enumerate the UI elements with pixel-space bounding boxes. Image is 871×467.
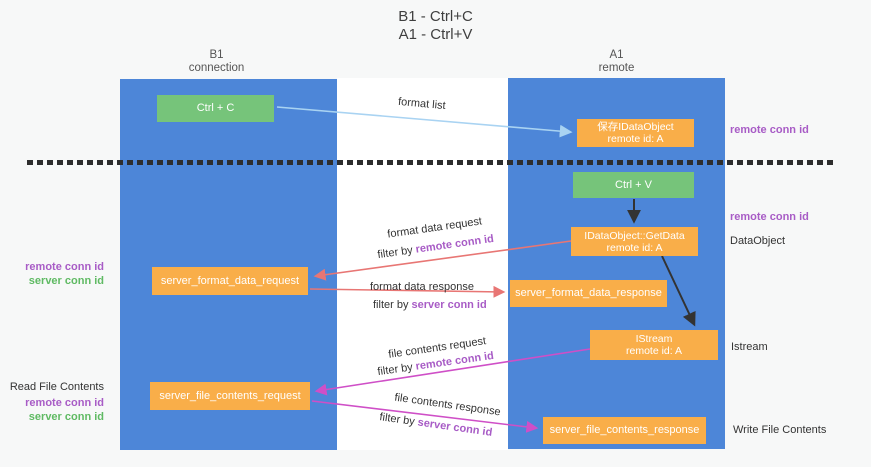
box-istream: IStream remote id: A [590,330,718,360]
server-conn-id-label-left-1: server conn id [28,275,104,287]
column-b1-header: B1 connection [108,49,325,75]
column-b1-name: B1 [209,49,224,61]
box-server-format-data-response: server_format_data_response [510,280,667,307]
istream-label: Istream [731,341,768,353]
box-server-format-data-request: server_format_data_request [152,267,308,295]
file-contents-request-arrow [314,348,591,396]
middle-lane-background [337,78,508,450]
remote-conn-id-label-top-right: remote conn id [730,124,809,136]
box-ctrl-v-label: Ctrl + V [615,178,652,191]
server-conn-id-label-left-2: server conn id [28,411,104,423]
box-ctrl-c: Ctrl + C [157,95,274,122]
box-save-dataobject-line1: 保存IDataObject [597,121,674,133]
format-data-response-label: format data response [370,281,474,293]
read-file-contents-label: Read File Contents [9,381,104,393]
format-data-response-filter-label: filter by server conn id [373,299,487,311]
box-istream-line2: remote id: A [625,345,683,357]
box-server-file-contents-request: server_file_contents_request [150,382,310,410]
server-conn-id-text: server conn id [411,299,487,311]
box-getdata: IDataObject::GetData remote id: A [571,227,698,256]
boundary-dashed-line [27,160,834,165]
diagram-title-line1: B1 - Ctrl+C [398,8,473,25]
format-data-request-arrow [313,240,572,281]
box-server-format-data-request-label: server_format_data_request [160,274,300,287]
remote-conn-id-label-mid-right: remote conn id [730,211,809,223]
box-ctrl-c-label: Ctrl + C [196,102,235,114]
box-server-file-contents-request-label: server_file_contents_request [159,389,301,402]
format-list-arrow [276,106,573,138]
box-save-dataobject: 保存IDataObject remote id: A [577,119,694,147]
diagram-title: B1 - Ctrl+C A1 - Ctrl+V [0,8,871,44]
box-save-dataobject-line2: remote id: A [607,133,664,145]
dataobject-label: DataObject [730,235,786,247]
file-contents-response-arrow [311,400,539,433]
column-b1-role: connection [188,62,245,74]
box-getdata-line2: remote id: A [606,241,663,254]
remote-conn-id-label-left-1: remote conn id [25,261,104,273]
column-a1-name: A1 [609,49,624,61]
format-data-response-arrow [309,285,506,298]
box-server-format-data-response-label: server_format_data_response [515,287,662,299]
filter-by-text: filter by [373,299,412,311]
box-server-file-contents-response-label: server_file_contents_response [549,424,700,436]
remote-conn-id-label-left-2: remote conn id [25,397,104,409]
diagram-title-line2: A1 - Ctrl+V [398,26,473,43]
box-ctrl-v: Ctrl + V [573,172,694,198]
box-getdata-line1: IDataObject::GetData [584,229,685,242]
column-a1-role: remote [598,62,635,74]
column-a1-header: A1 remote [508,49,725,75]
box-server-file-contents-response: server_file_contents_response [543,417,706,444]
box-istream-line1: IStream [635,333,673,345]
write-file-contents-label: Write File Contents [733,424,827,436]
getdata-to-istream-arrow [661,255,696,327]
